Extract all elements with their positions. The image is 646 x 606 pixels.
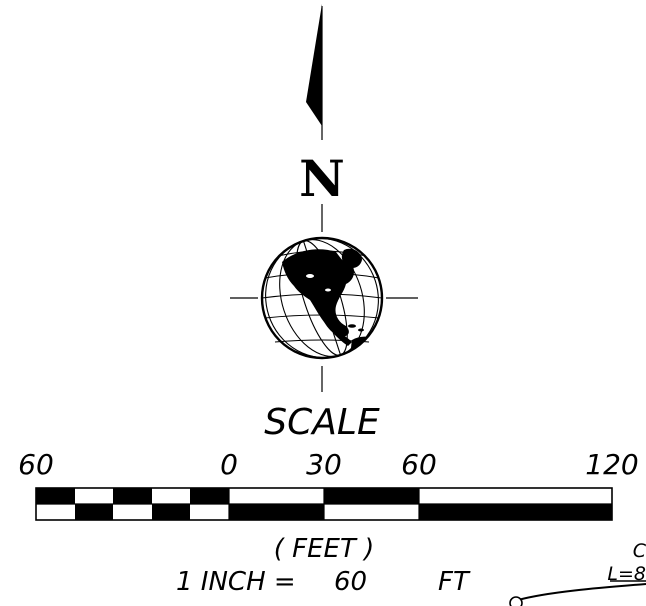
scale-tick-label-120: 120	[585, 448, 638, 481]
scale-ratio-value: 60	[334, 567, 367, 597]
north-arrow-icon	[306, 4, 323, 140]
scale-bar	[35, 487, 613, 521]
scale-title: SCALE	[264, 402, 380, 443]
north-label: N	[299, 149, 345, 208]
curve-line	[517, 583, 646, 601]
globe-americas-icon	[260, 236, 384, 360]
scale-tick-label-left-60: 60	[18, 448, 54, 481]
scale-ratio-prefix: 1 INCH =	[176, 567, 296, 597]
scale-ratio-unit: FT	[438, 567, 471, 597]
curve-label: C	[633, 540, 646, 562]
scale-tick-label-0: 0	[220, 448, 238, 481]
scale-tick-label-60: 60	[401, 448, 437, 481]
scale-units-label: ( FEET )	[274, 534, 375, 564]
crosshair-lines	[230, 204, 418, 392]
corner-annotation: C L=8	[509, 540, 646, 606]
curve-length-label: L=8	[607, 563, 646, 585]
scale-tick-label-30: 30	[306, 448, 342, 481]
curve-point-circle	[509, 596, 523, 606]
